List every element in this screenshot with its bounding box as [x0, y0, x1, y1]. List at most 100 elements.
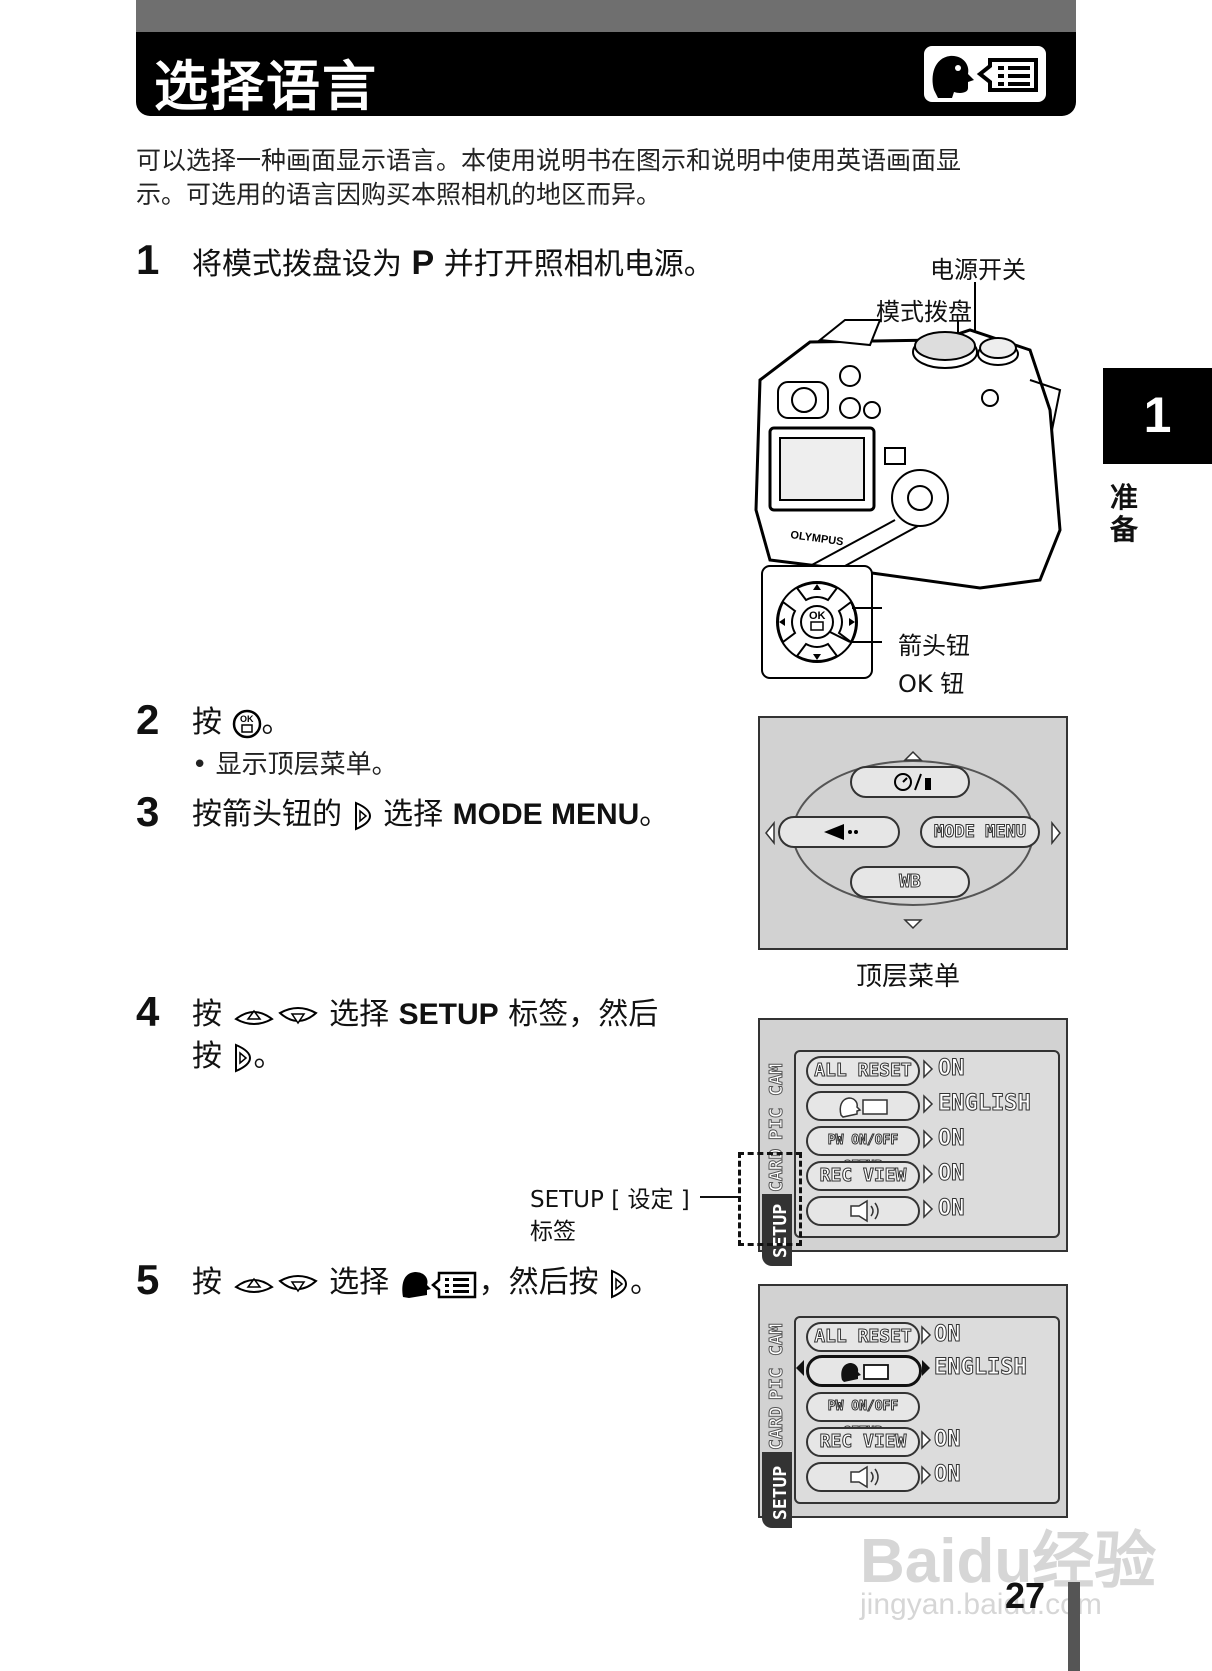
label-power-switch: 电源开关: [930, 256, 1026, 284]
row-arrows: [923, 1059, 934, 1219]
row-pw-setup-value: ON: [938, 1126, 965, 1152]
step-3-post: 。: [639, 797, 670, 832]
row-language-value: ENGLISH: [938, 1091, 1032, 1117]
header-top-bar: [136, 0, 1076, 32]
step-3-text: 按箭头钮的 选择 MODE MENU。: [192, 794, 669, 836]
row-language-value: ENGLISH: [934, 1355, 1028, 1381]
label-arrow-pad: 箭头钮: [898, 632, 970, 660]
setup-callout-line2: 标签: [530, 1219, 576, 1245]
tab-setup[interactable]: SETUP: [770, 1465, 791, 1520]
tab-cam[interactable]: CAM: [766, 1323, 788, 1357]
arrow-up-down-buttons-icon: [233, 1006, 318, 1025]
step-1-number: 1: [136, 236, 160, 283]
row-rec-view-value: ON: [938, 1161, 965, 1187]
step-4-line2-pre: 按: [192, 1039, 232, 1074]
tab-pic[interactable]: PIC: [766, 1107, 788, 1141]
step-3-mid: 选择: [373, 797, 453, 832]
page-title: 选择语言: [154, 55, 378, 118]
tab-pic[interactable]: PIC: [766, 1367, 788, 1401]
step-4-number: 4: [136, 988, 160, 1035]
title-bar: 选择语言: [136, 32, 1076, 118]
label-ok-button: OK 钮: [898, 670, 965, 698]
step-3-pre: 按箭头钮的: [192, 797, 352, 832]
setup-callout-line1: SETUP [ 设定 ]: [530, 1187, 690, 1213]
chapter-label: 准备: [1110, 481, 1139, 546]
step-1-mode-p: P: [411, 244, 435, 282]
menu-item-mode-menu[interactable]: MODE MENU: [920, 816, 1040, 848]
step-4-setup: SETUP: [398, 998, 499, 1031]
page-edge-bar: [1068, 1582, 1080, 1671]
ok-button-icon: OK: [232, 709, 261, 738]
language-icon: [924, 46, 1046, 102]
step-5-end: 。: [630, 1265, 661, 1300]
setup-menu-1-tabs: CAM PIC CARD SETUP: [762, 1054, 792, 1266]
watermark-url: jingyan.baidu.com: [860, 1588, 1102, 1621]
step-2-sub: • 显示顶层菜单。: [192, 750, 398, 780]
menu-item-exposure[interactable]: [778, 816, 900, 848]
chapter-number: 1: [1143, 387, 1172, 443]
step-4-mid: 选择: [319, 997, 399, 1032]
arrow-right-button-icon: [611, 1268, 628, 1299]
step-5-post: ，然后按: [478, 1265, 609, 1300]
language-icon: [841, 1363, 889, 1382]
step-2-pre: 按: [192, 705, 232, 740]
step-2-number: 2: [136, 696, 160, 743]
label-mode-dial: 模式拨盘: [876, 298, 972, 326]
intro-line-2: 示。可选用的语言因购买本照相机的地区而异。: [136, 180, 662, 209]
step-2-text: 按 OK 。: [192, 702, 292, 744]
setup-menu-2-list: ALL RESET ON ENGLISH PW ON/OFF SETUP REC…: [794, 1316, 1060, 1504]
tab-setup-bg: [762, 1452, 792, 1528]
row-beep[interactable]: [806, 1196, 920, 1226]
step-2-post: 。: [261, 705, 292, 740]
row-beep-value: ON: [934, 1462, 961, 1488]
row-language[interactable]: [806, 1091, 920, 1121]
arrow-right-button-icon: [234, 1042, 251, 1073]
step-5-text: 按 选择 ，然后按 。: [192, 1262, 660, 1304]
setup-menu-1-list: ALL RESET ON ENGLISH PW ON/OFF SETUP ON …: [794, 1050, 1060, 1238]
top-menu-caption: 顶层菜单: [856, 962, 961, 992]
row-rec-view[interactable]: REC VIEW: [806, 1427, 920, 1457]
step-3-number: 3: [136, 788, 160, 835]
language-icon: [839, 1097, 888, 1118]
step-4-post: 标签，然后: [498, 997, 659, 1032]
step-4-text-line2: 按 。: [192, 1036, 284, 1078]
language-icon: [401, 1271, 476, 1298]
tab-setup-bg: [762, 1194, 792, 1266]
step-5-mid: 选择: [319, 1265, 399, 1300]
step-3-mode-menu: MODE MENU: [452, 798, 640, 831]
step-4-pre: 按: [192, 997, 232, 1032]
row-pw-setup[interactable]: PW ON/OFF SETUP: [806, 1392, 920, 1441]
page-number: 27: [1005, 1575, 1046, 1616]
row-rec-view[interactable]: REC VIEW: [806, 1161, 920, 1191]
menu-item-selftimer[interactable]: [850, 766, 970, 798]
camera-illustration: OLYMPUS OK: [754, 282, 1062, 679]
speaker-icon: [850, 1199, 879, 1223]
step-1-post: 并打开照相机电源。: [434, 247, 714, 282]
top-menu-screen: MODE MENU WB: [758, 716, 1068, 950]
row-arrows: [796, 1325, 932, 1485]
arrow-right-button-icon: [354, 800, 371, 831]
step-4-line2-post: 。: [253, 1039, 284, 1074]
tab-cam[interactable]: CAM: [766, 1063, 788, 1097]
svg-text:OK: OK: [240, 714, 254, 724]
menu-item-wb[interactable]: WB: [850, 866, 970, 898]
chapter-tab: 1: [1103, 368, 1212, 464]
speaker-icon: [850, 1465, 879, 1489]
exposure-icon: [824, 824, 858, 840]
row-rec-view-value: ON: [934, 1427, 961, 1453]
row-beep[interactable]: [806, 1462, 920, 1492]
row-all-reset[interactable]: ALL RESET: [806, 1056, 920, 1086]
row-all-reset-value: ON: [934, 1322, 961, 1348]
arrow-up-down-buttons-icon: [233, 1274, 318, 1293]
step-1-text: 将模式拨盘设为 P 并打开照相机电源。: [192, 242, 714, 286]
setup-menu-screen-1: CAM PIC CARD SETUP ALL RESET ON ENGLISH …: [758, 1018, 1068, 1266]
row-beep-value: ON: [938, 1196, 965, 1222]
ok-label: OK: [809, 610, 826, 622]
selftimer-flash-icon: [894, 773, 931, 791]
row-all-reset[interactable]: ALL RESET: [806, 1322, 920, 1352]
tab-card[interactable]: CARD: [766, 1406, 788, 1450]
row-language-selected[interactable]: [806, 1355, 922, 1387]
row-pw-setup[interactable]: PW ON/OFF SETUP: [806, 1126, 920, 1175]
intro-line-1: 可以选择一种画面显示语言。本使用说明书在图示和说明中使用英语画面显: [136, 146, 962, 175]
watermark-logo: Baidu经验: [860, 1527, 1157, 1596]
